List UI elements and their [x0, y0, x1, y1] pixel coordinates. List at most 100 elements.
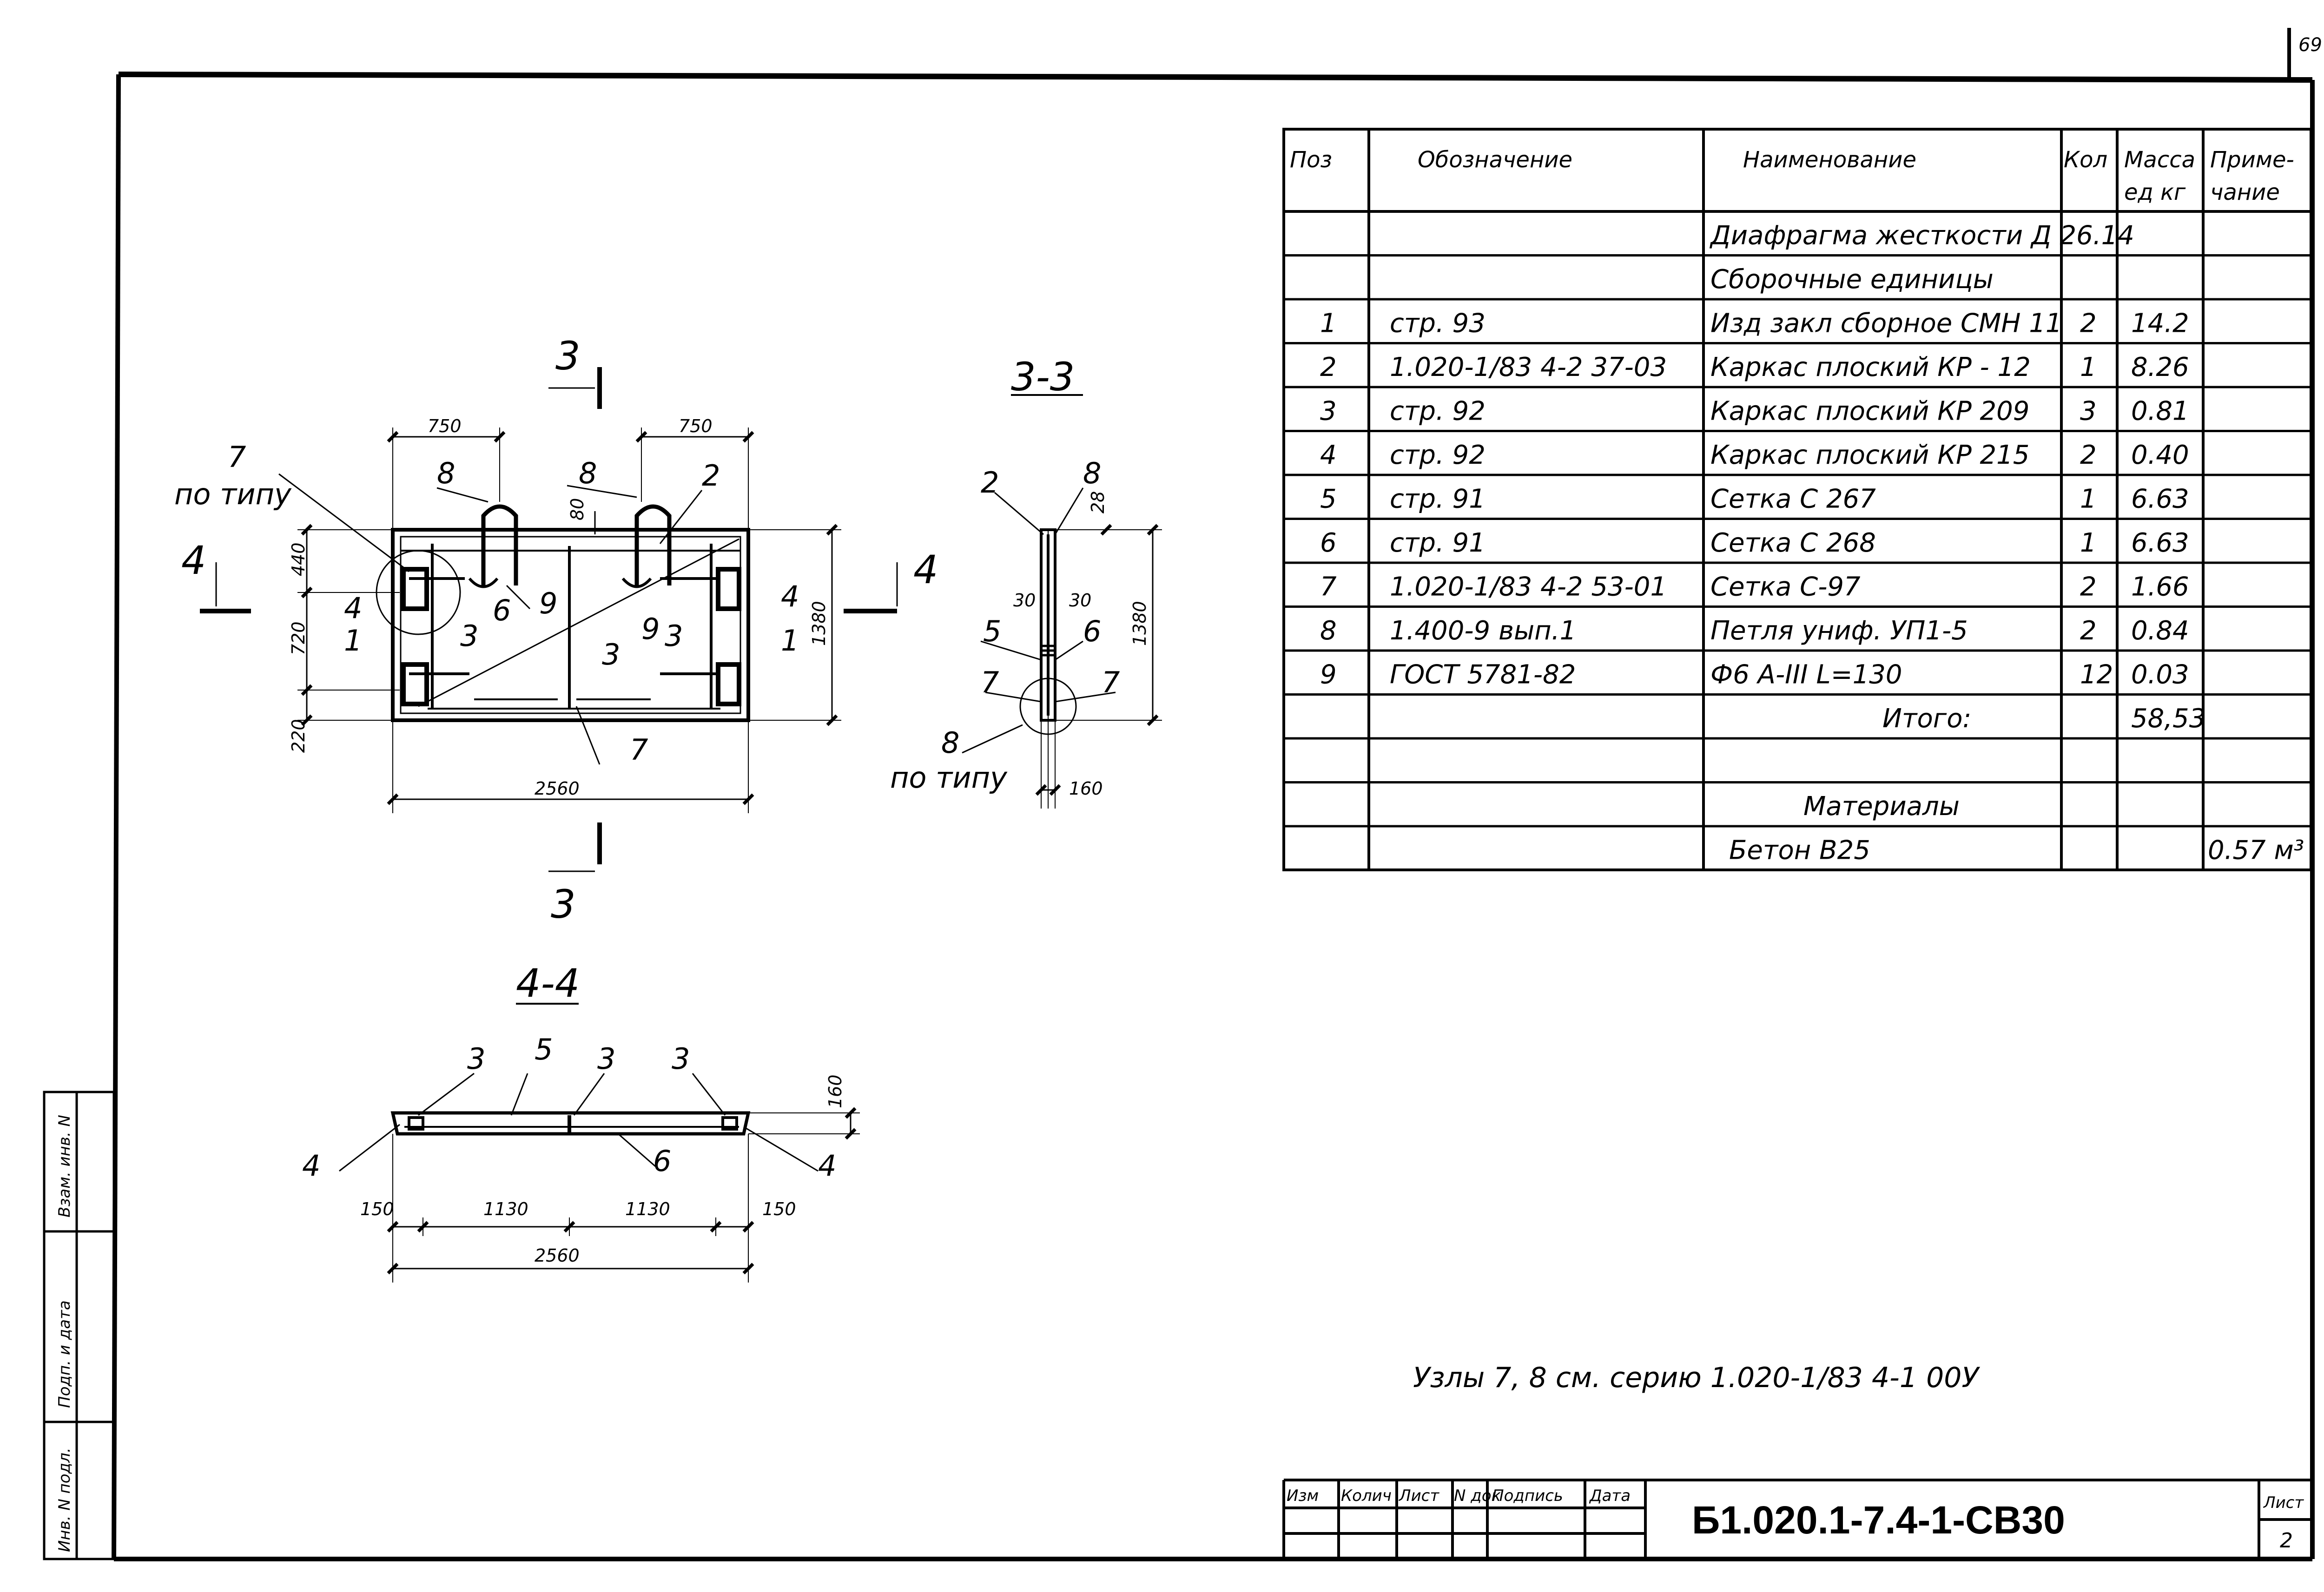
cut-label-4-right: 4 [913, 547, 938, 592]
s44-callout-6: 6 [653, 1144, 671, 1178]
spec-cell: 8 [1320, 616, 1337, 646]
spec-cell: Петля униф. УП1-5 [1710, 616, 1968, 646]
spec-cell: 3 [1320, 396, 1337, 427]
cut-label-3-top: 3 [555, 333, 580, 379]
spec-cell: 1.020-1/83 4-2 37-03 [1390, 352, 1667, 382]
spec-cell: стр. 93 [1390, 309, 1486, 339]
s33-dim-30a: 30 [1013, 590, 1036, 611]
callout-9b: 9 [641, 612, 660, 646]
section-title-4-4: 4-4 [516, 960, 580, 1006]
spec-header-note-text: Приме- [2210, 147, 2294, 173]
sheet-number-corner: 69 [2298, 34, 2322, 56]
callout-1b: 1 [781, 624, 799, 658]
spec-cell: 9 [1320, 660, 1337, 690]
spec-cell: 5 [1320, 484, 1337, 514]
spec-cell: 6.63 [2131, 484, 2189, 514]
s33-dim-28: 28 [1088, 491, 1108, 513]
spec-header-note-cont: чание [2210, 179, 2280, 205]
tb-col-izm: Изм [1287, 1487, 1319, 1505]
s44-dim-150b: 150 [762, 1199, 796, 1219]
spec-header-mass: Масса ед кг [2124, 147, 2195, 205]
spec-cell: Каркас плоский КР 215 [1710, 440, 2029, 470]
spec-cell: 12 [2080, 660, 2113, 690]
s33-callout-8: 8 [1083, 456, 1101, 490]
spec-cell: 3 [2080, 396, 2097, 427]
spec-cell: 1 [2080, 484, 2097, 514]
sheet-value: 2 [2280, 1529, 2293, 1553]
callout-7b: 7 [630, 733, 648, 767]
drawing-code: Б1.020.1-7.4-1-СВ30 [1692, 1498, 2065, 1542]
s44-dim-150a: 150 [360, 1199, 394, 1219]
spec-cell: 8.26 [2131, 352, 2189, 382]
s44-callout-3a: 3 [467, 1042, 485, 1076]
s33-callout-6: 6 [1083, 614, 1101, 648]
spec-cell: 1.400-9 вып.1 [1390, 616, 1576, 646]
spec-cell: 2 [2080, 616, 2097, 646]
spec-cell: стр. 92 [1390, 440, 1486, 470]
s33-callout-5: 5 [983, 614, 1001, 648]
callout-7: 7 [228, 440, 246, 474]
spec-cell: 1 [2080, 352, 2097, 382]
spec-cell: Ф6 А-III L=130 [1710, 660, 1902, 690]
dim-440: 440 [288, 542, 309, 576]
callout-6: 6 [493, 593, 511, 627]
spec-cell: 58,53 [2131, 704, 2205, 734]
spec-cell: Сетка С 267 [1710, 484, 1876, 514]
spec-cell: Сборочные единицы [1710, 264, 1994, 295]
spec-cell: Изд закл сборное СМН 11 [1710, 309, 2062, 339]
spec-cell: Сетка С 268 [1710, 528, 1876, 558]
spec-cell: стр. 91 [1390, 484, 1486, 514]
section-4-4-labels: 4-4 3 5 3 3 4 6 4 160 150 1130 1130 150 … [302, 960, 845, 1266]
spec-cell: 0.40 [2131, 440, 2189, 470]
spec-cell: 1 [2080, 528, 2097, 558]
spec-cell: 1.66 [2131, 572, 2189, 602]
side-stamp [43, 1091, 115, 1560]
plan-view-labels: 3 3 4 4 750 750 2560 440 720 220 1380 80… [174, 333, 938, 927]
spec-table-grid [1282, 128, 2312, 871]
tb-col-data: Дата [1589, 1487, 1631, 1505]
s44-dim-160: 160 [825, 1074, 845, 1108]
tb-col-kolich: Колич [1341, 1487, 1392, 1505]
callout-8a: 8 [437, 456, 455, 490]
spec-cell: 1 [1320, 309, 1337, 339]
spec-cell: 0.84 [2131, 616, 2189, 646]
spec-cell: стр. 92 [1390, 396, 1486, 427]
spec-cell: 14.2 [2131, 309, 2189, 339]
s33-callout-8b: 8 [941, 726, 959, 760]
spec-header-mass-text: Масса [2124, 147, 2195, 173]
drawing-note: Узлы 7, 8 см. серию 1.020-1/83 4-1 00У [1413, 1362, 1980, 1394]
side-stamp-3: Инв. N подл. [55, 1447, 74, 1552]
spec-header-qty: Кол [2064, 147, 2107, 173]
s44-callout-3c: 3 [672, 1042, 690, 1076]
spec-cell: 7 [1320, 572, 1337, 602]
section-4-4 [339, 1003, 860, 1283]
spec-cell: 6.63 [2131, 528, 2189, 558]
section-3-3 [962, 394, 1162, 809]
callout-8b: 8 [579, 456, 597, 490]
tb-col-ndok: N док [1454, 1487, 1501, 1505]
tb-col-podpis: Подпись [1492, 1487, 1563, 1505]
s33-po-tipu: по типу [890, 761, 1008, 795]
s44-callout-4a: 4 [302, 1149, 320, 1183]
callout-2: 2 [702, 459, 720, 493]
s44-dim-1130b: 1130 [625, 1199, 670, 1219]
tb-col-list: Лист [1398, 1487, 1439, 1505]
spec-header-note: Приме- чание [2210, 147, 2294, 205]
spec-cell: 4 [1320, 440, 1337, 470]
section-3-3-labels: 3-3 2 8 28 30 30 1380 5 6 7 7 8 по типу … [890, 354, 1150, 799]
spec-table-header: Поз Обозначение Наименование Кол [1290, 147, 2107, 173]
spec-cell: 2 [2080, 440, 2097, 470]
sheet-label: Лист [2263, 1493, 2304, 1512]
s44-callout-5: 5 [535, 1033, 553, 1066]
s44-callout-3b: 3 [597, 1042, 615, 1076]
spec-cell: Итого: [1882, 704, 1971, 734]
cut-label-4-left: 4 [181, 538, 206, 583]
spec-cell: Каркас плоский КР 209 [1710, 396, 2029, 427]
spec-cell: 6 [1320, 528, 1337, 558]
callout-3c: 3 [665, 619, 683, 653]
spec-cell: 2 [1320, 352, 1337, 382]
cut-label-3-bottom: 3 [551, 882, 575, 927]
callout-po-tipu: по типу [174, 477, 292, 511]
dim-750b: 750 [679, 416, 713, 436]
